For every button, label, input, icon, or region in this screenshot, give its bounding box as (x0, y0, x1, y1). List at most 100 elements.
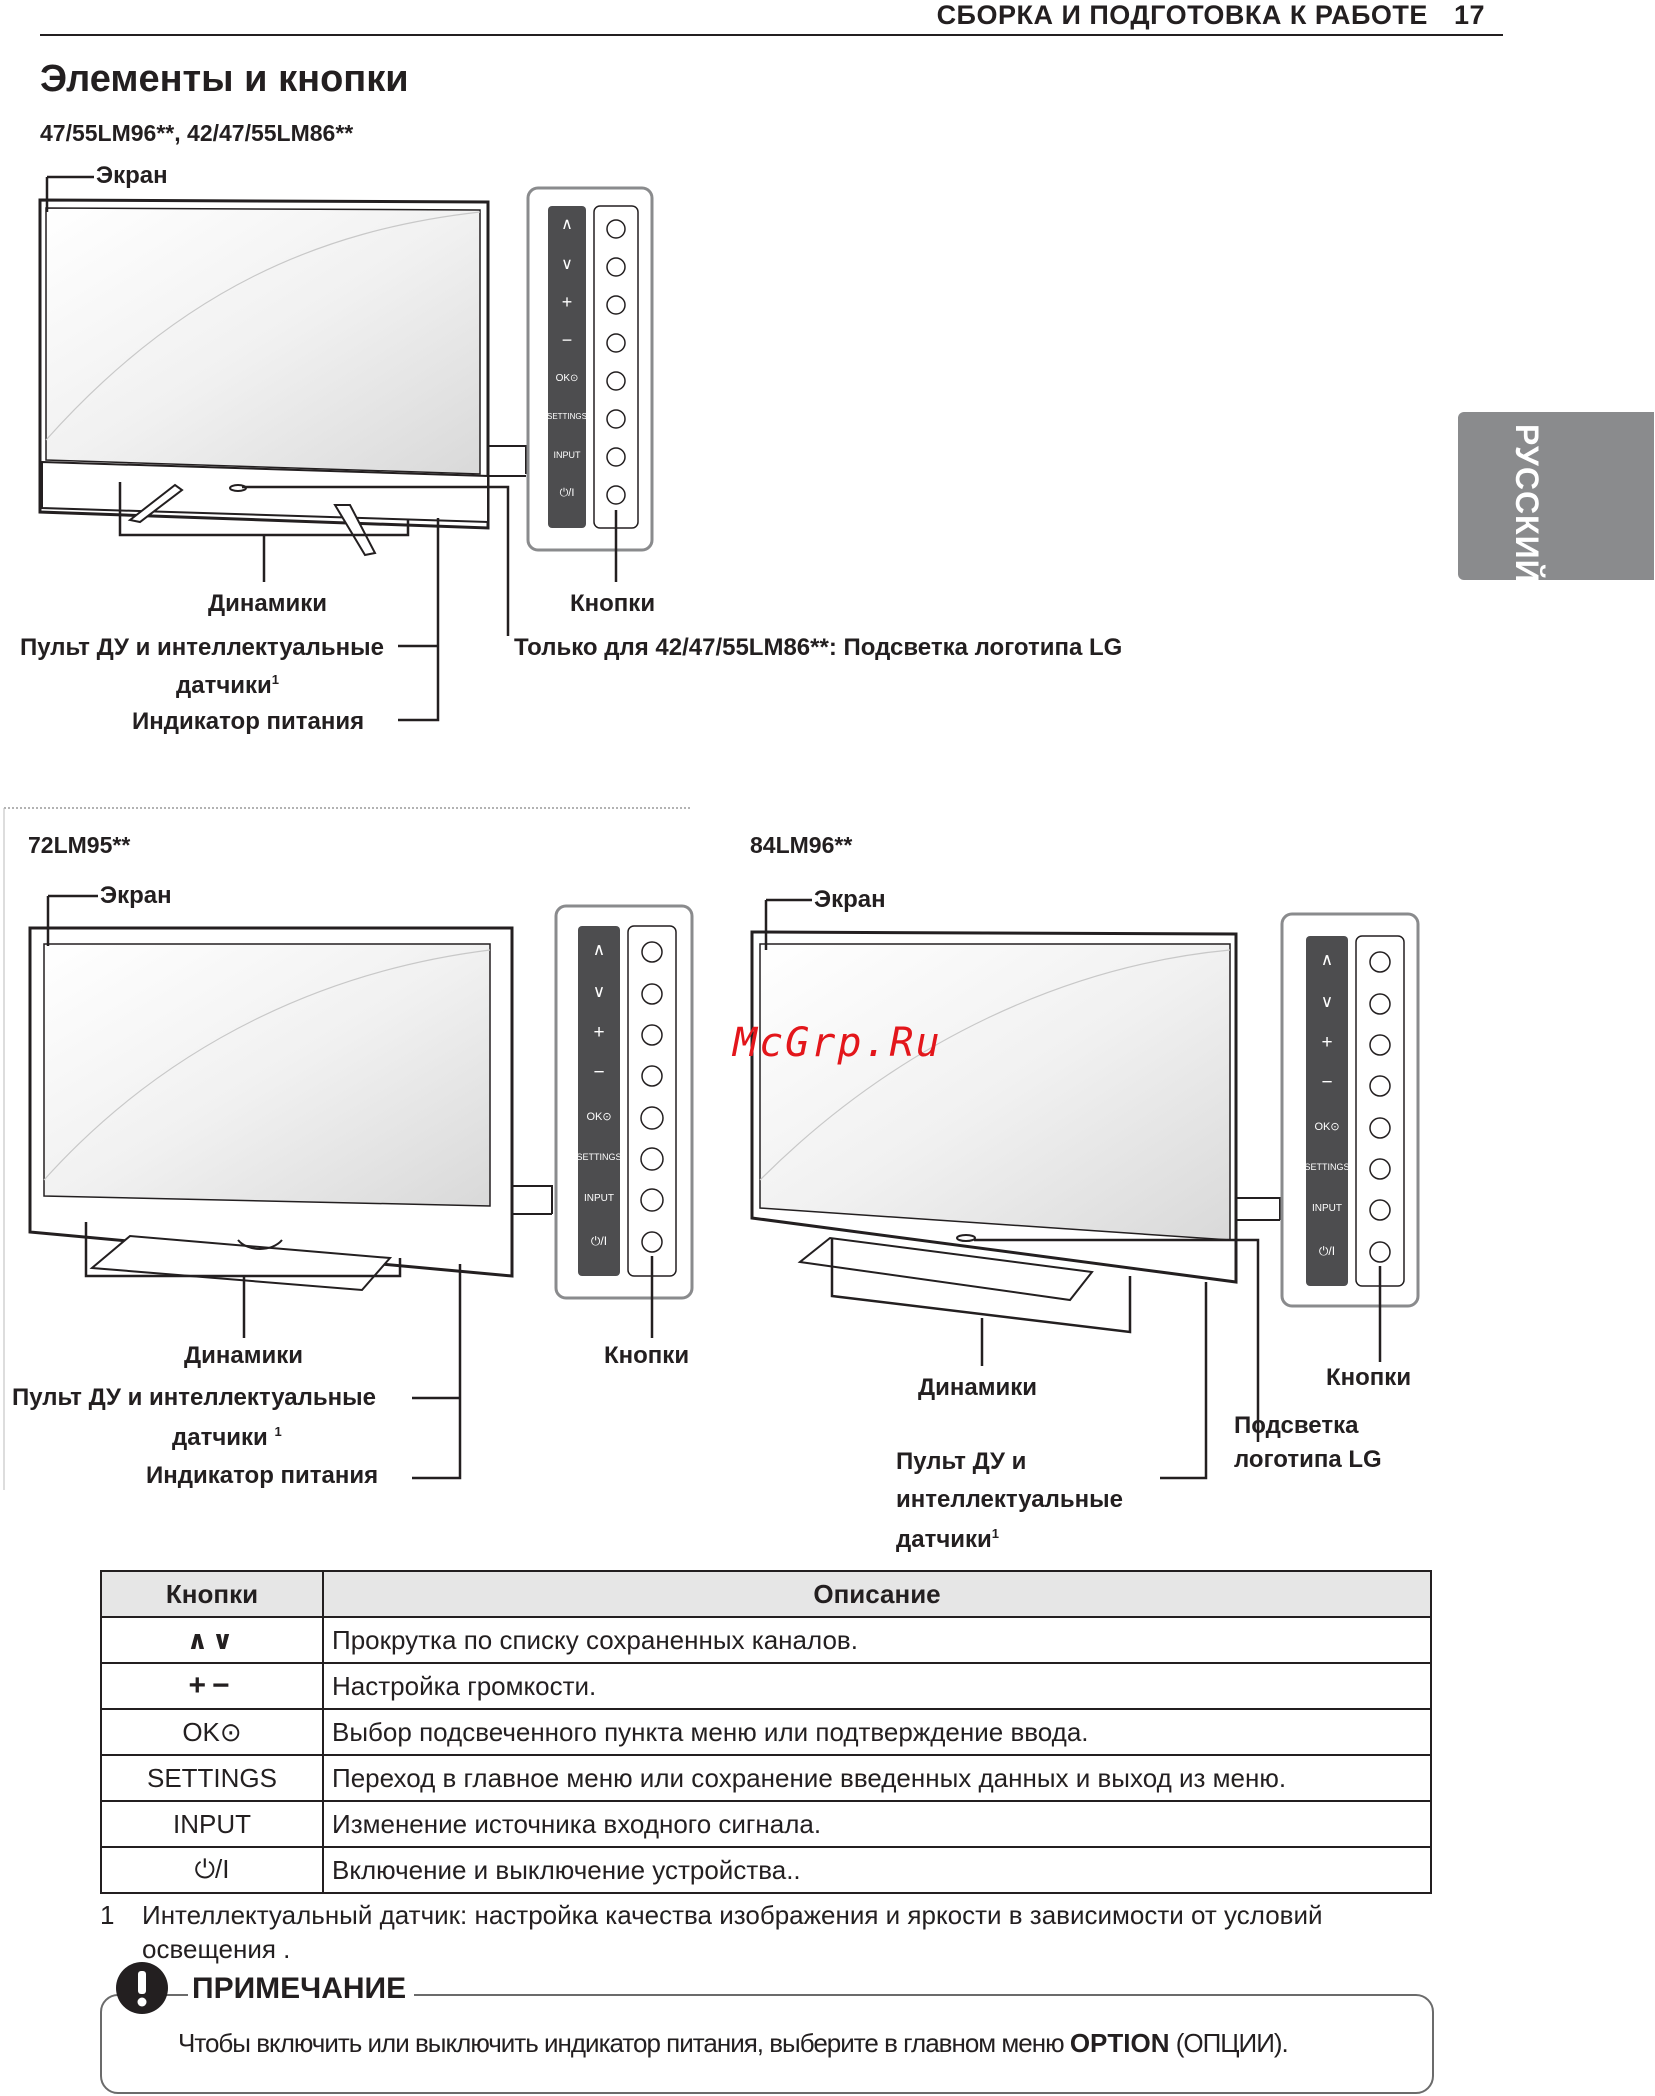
tv2-button-strip (578, 926, 620, 1276)
tv3-panel-minus[interactable]: − (1321, 1072, 1333, 1093)
tv3-panel-power[interactable]: ⏻/I (1318, 1244, 1336, 1258)
tv3-button-strip (1306, 936, 1348, 1286)
tv3-panel-leader (1236, 1197, 1281, 1221)
table-cell-desc: Настройка громкости. (322, 1662, 1432, 1710)
tv2-panel-up[interactable]: ∧ (592, 940, 606, 959)
language-tab-label: РУССКИЙ (1509, 424, 1545, 584)
model-3: 84LM96** (750, 832, 853, 858)
tv1-ok-icon (606, 371, 626, 391)
tv3-plus-icon (1369, 1034, 1391, 1056)
tv2-input-icon (640, 1188, 664, 1212)
tv-diagram-2 (28, 894, 694, 1480)
tv1-panel-plus[interactable]: + (561, 292, 573, 312)
warning-icon (116, 1962, 168, 2014)
tv3-panel-up[interactable]: ∧ (1320, 950, 1334, 969)
language-tab: РУССКИЙ (1458, 412, 1654, 584)
note-box (100, 1994, 1434, 2094)
page-header: СБОРКА И ПОДГОТОВКА К РАБОТЕ 17 (937, 0, 1485, 31)
d1-label-logo-light: Только для 42/47/55LM86**: Подсветка лог… (514, 634, 1123, 661)
tv-diagram-3 (750, 898, 1420, 1480)
tv1-stand-right (333, 504, 377, 557)
table-row: ∧∨ Прокрутка по списку сохраненных канал… (100, 1616, 1432, 1664)
tv3-minus-icon (1369, 1075, 1391, 1097)
tv2-panel-power[interactable]: ⏻/I (590, 1234, 608, 1248)
tv1-input-icon (606, 447, 626, 467)
tv2-down-icon (641, 983, 663, 1005)
d3-label-logo-light: Подсветка (1234, 1412, 1359, 1439)
tv3-panel-input[interactable]: INPUT (1312, 1203, 1342, 1214)
tv2-panel-ok[interactable]: OK⊙ (586, 1111, 612, 1123)
tv3-down-icon (1369, 993, 1391, 1015)
tv1-panel-power[interactable]: ⏻/I (559, 487, 575, 499)
table-cell-key: OK⊙ (100, 1708, 324, 1756)
d2-label-sensor-2: датчики 1 (172, 1424, 282, 1451)
d1-label-speakers: Динамики (208, 590, 327, 617)
d1-label-sensor-2: датчики1 (176, 672, 280, 699)
d1-label-power-led: Индикатор питания (132, 708, 365, 735)
tv3-panel-plus[interactable]: + (1321, 1032, 1333, 1053)
tv1-power-leader (398, 518, 440, 722)
d2-label-sensor: Пульт ДУ и интеллектуальные (12, 1384, 376, 1411)
table-row: ⏻/I Включение и выключение устройства.. (100, 1846, 1432, 1894)
tv1-up-icon (606, 219, 626, 239)
table-header-description: Описание (322, 1570, 1432, 1618)
d1-label-screen: Экран (96, 162, 168, 189)
table-row: +− Настройка громкости. (100, 1662, 1432, 1710)
note-text: Чтобы включить или выключить индикатор п… (178, 2028, 1289, 2059)
table-row: OK⊙ Выбор подсвеченного пункта меню или … (100, 1708, 1432, 1756)
tv1-panel-ok[interactable]: OK⊙ (555, 373, 579, 384)
table-cell-desc: Выбор подсвеченного пункта меню или подт… (322, 1708, 1432, 1756)
d3-label-screen: Экран (814, 886, 886, 913)
d1-label-sensor: Пульт ДУ и интеллектуальные (20, 634, 384, 661)
tv3-panel-settings[interactable]: SETTINGS (1304, 1162, 1350, 1172)
table-cell-desc: Включение и выключение устройства.. (322, 1846, 1432, 1894)
tv1-screen (45, 207, 481, 475)
note-option: OPTION (1069, 2028, 1170, 2058)
tv3-ok-icon (1369, 1117, 1391, 1139)
buttons-table: Кнопки Описание ∧∨ Прокрутка по списку с… (100, 1570, 1432, 1894)
tv3-up-icon (1369, 951, 1391, 973)
tv1-panel-down[interactable]: ∨ (561, 256, 573, 273)
table-row: INPUT Изменение источника входного сигна… (100, 1800, 1432, 1848)
tv2-panel-settings[interactable]: SETTINGS (576, 1152, 622, 1162)
tv1-panel-input[interactable]: INPUT (553, 450, 581, 460)
tv3-logo-leader (974, 1238, 1260, 1442)
tv3-stand (797, 1236, 1094, 1302)
tv1-panel-settings[interactable]: SETTINGS (546, 412, 587, 421)
tv2-plus-icon (641, 1024, 663, 1046)
tv2-panel-minus[interactable]: − (593, 1062, 605, 1083)
table-cell-desc: Прокрутка по списку сохраненных каналов. (322, 1616, 1432, 1664)
footnote-number: 1 (100, 1900, 115, 1930)
tv2-panel-input[interactable]: INPUT (584, 1193, 614, 1204)
tv3-sensor-leader (1160, 1282, 1208, 1480)
tv1-screen-glare (45, 211, 481, 441)
tv2-panel-down[interactable]: ∨ (592, 982, 606, 1001)
tv3-power-icon (1369, 1241, 1391, 1263)
tv2-panel-plus[interactable]: + (593, 1022, 605, 1043)
d3-label-sensor: Пульт ДУ и (896, 1448, 1027, 1475)
tv3-panel-down[interactable]: ∨ (1320, 992, 1334, 1011)
tv2-up-icon (641, 941, 663, 963)
tv2-screen-leader (46, 894, 98, 946)
watermark: McGrp.Ru (733, 1020, 942, 1066)
d3-label-sensor-3: датчики1 (896, 1526, 1000, 1553)
tv2-minus-icon (641, 1065, 663, 1087)
tv1-plus-icon (606, 295, 626, 315)
tv1-panel-up[interactable]: ∧ (561, 216, 573, 233)
tv2-settings-icon (640, 1147, 664, 1171)
tv3-panel-ok[interactable]: OK⊙ (1314, 1121, 1340, 1133)
table-cell-desc: Изменение источника входного сигнала. (322, 1800, 1432, 1848)
tv1-panel-minus[interactable]: − (561, 330, 573, 350)
d2-label-screen: Экран (100, 882, 172, 909)
tv3-input-icon (1369, 1199, 1391, 1221)
d2-label-buttons: Кнопки (604, 1342, 690, 1369)
tv1-panel-leader (488, 445, 527, 474)
tv1-stand-left (127, 483, 184, 524)
model-2: 72LM95** (28, 832, 131, 858)
tv1-logo-leader (242, 485, 510, 636)
d2-label-power-led: Индикатор питания (146, 1462, 379, 1489)
page-title: Элементы и кнопки (40, 58, 409, 100)
d2-label-speakers: Динамики (184, 1342, 303, 1369)
table-cell-key: SETTINGS (100, 1754, 324, 1802)
tv2-ok-icon (640, 1106, 664, 1130)
